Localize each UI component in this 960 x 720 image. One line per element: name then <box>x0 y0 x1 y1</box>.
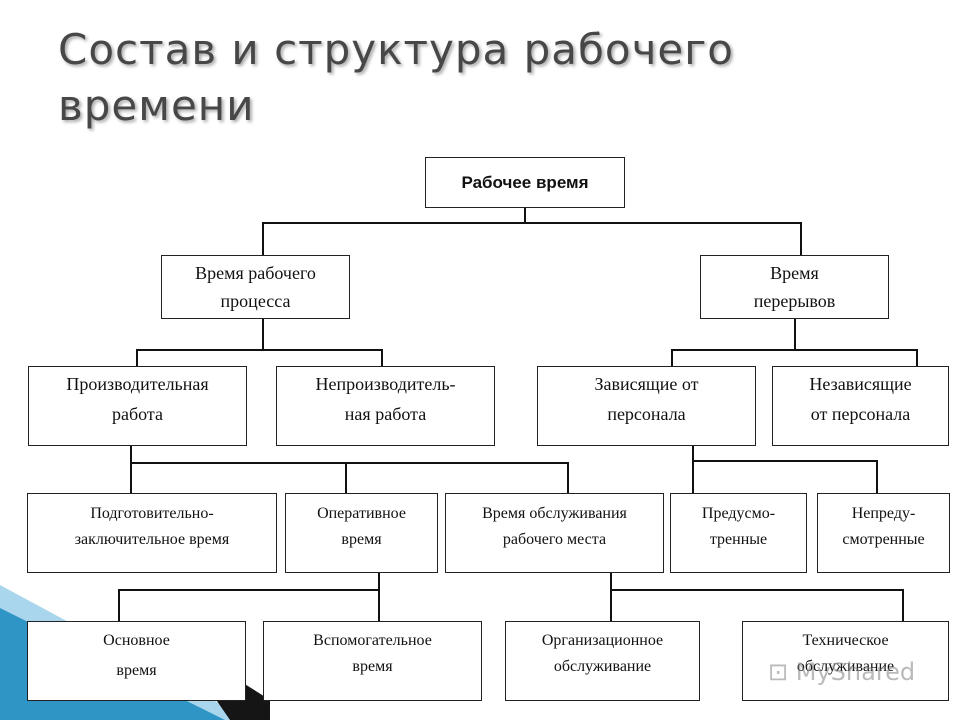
connector <box>902 589 904 622</box>
connector <box>692 460 878 462</box>
connector <box>262 318 264 350</box>
box-unscheduled-breaks: Непреду- смотренные <box>817 493 950 573</box>
connector <box>692 446 694 494</box>
connector <box>524 207 526 223</box>
connector <box>800 222 802 256</box>
connector <box>916 349 918 367</box>
connector <box>381 349 383 367</box>
box-productive-work: Производительная работа <box>28 366 247 446</box>
box-break-time: Время перерывов <box>700 255 889 319</box>
connector <box>794 318 796 350</box>
connector <box>567 462 569 494</box>
connector <box>610 589 904 591</box>
box-unproductive-work: Непроизводитель- ная работа <box>276 366 495 446</box>
box-working-process-time: Время рабочего процесса <box>161 255 350 319</box>
watermark-logo-icon: ⊡ <box>768 658 796 686</box>
connector <box>130 462 569 464</box>
connector <box>378 573 380 622</box>
box-preparatory-final-time: Подготовительно- заключительное время <box>27 493 277 573</box>
box-auxiliary-time: Вспомогательное время <box>263 621 482 701</box>
watermark: ⊡ MyShared <box>768 658 915 686</box>
box-scheduled-breaks: Предусмо- тренные <box>670 493 807 573</box>
connector <box>671 349 673 367</box>
connector <box>262 222 802 224</box>
watermark-text: MyShared <box>795 658 916 686</box>
box-technical-service: Техническое обслуживание <box>742 621 949 701</box>
box-workplace-service-time: Время обслуживания рабочего места <box>445 493 664 573</box>
box-personnel-dependent: Зависящие от персонала <box>537 366 756 446</box>
box-organizational-service: Организационное обслуживание <box>505 621 700 701</box>
connector <box>262 222 264 256</box>
root-box-working-time: Рабочее время <box>425 157 625 208</box>
connector <box>876 460 878 494</box>
connector <box>136 349 383 351</box>
connector <box>610 573 612 622</box>
box-operative-time: Оперативное время <box>285 493 438 573</box>
connector <box>118 589 120 622</box>
connector <box>130 446 132 494</box>
slide-title: Состав и структура рабочего времени <box>58 25 734 130</box>
box-main-time: Основное время <box>27 621 246 701</box>
box-personnel-independent: Независящие от персонала <box>772 366 949 446</box>
connector <box>345 462 347 494</box>
connector <box>136 349 138 367</box>
connector <box>118 589 380 591</box>
connector <box>671 349 918 351</box>
